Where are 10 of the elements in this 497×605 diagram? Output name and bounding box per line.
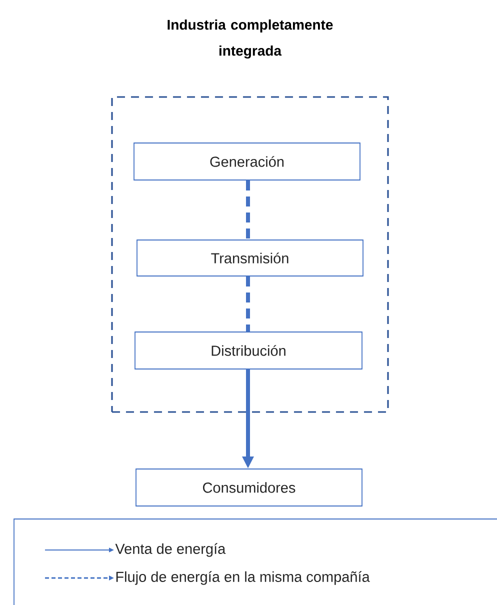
process-box: Consumidores (136, 468, 362, 506)
legend-text: Venta de energía (115, 543, 226, 557)
process-box: Transmisión (136, 240, 364, 276)
dashed-group-box (111, 96, 389, 413)
process-box: Generación (134, 142, 360, 180)
process-box: Distribución (134, 332, 362, 370)
connector-line (246, 276, 250, 332)
connector-line (246, 180, 250, 240)
legend-text: Flujo de energía en la misma compañía (116, 571, 370, 585)
title: Industria completamente integrada (168, 19, 333, 59)
